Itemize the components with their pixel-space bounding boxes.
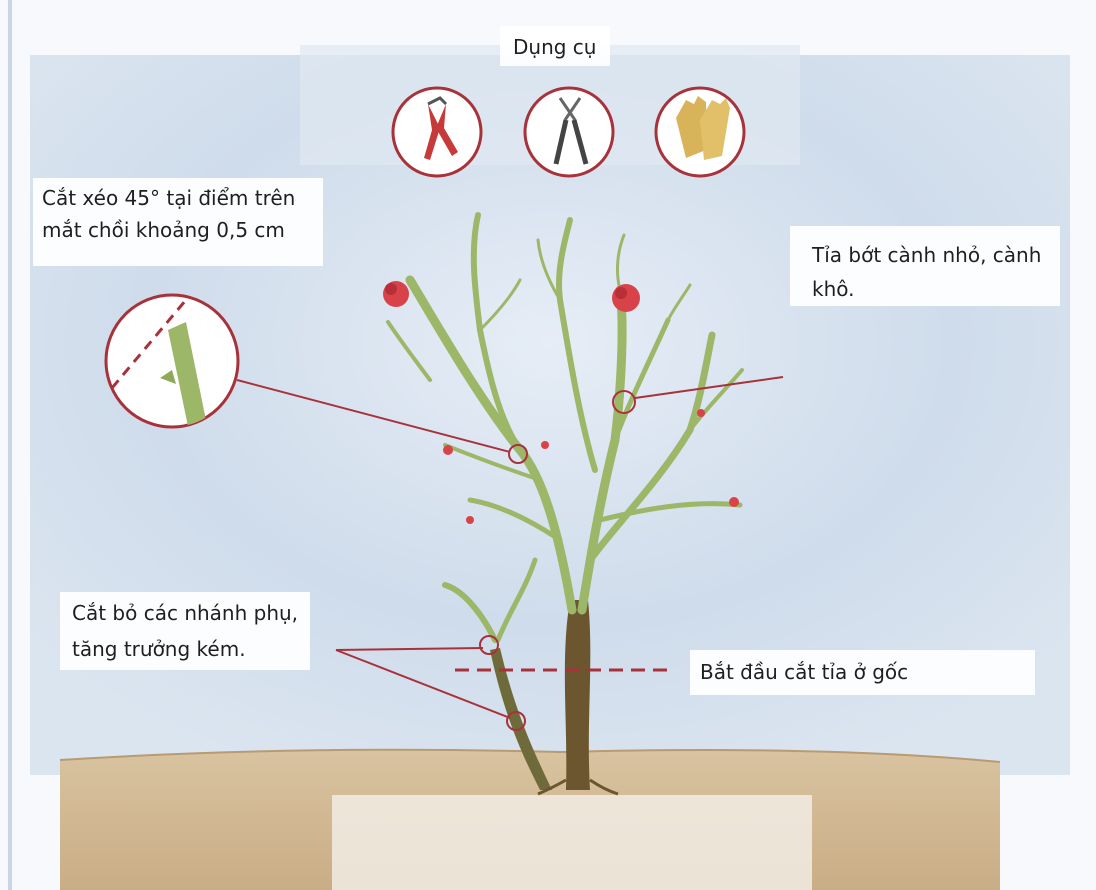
- remove-suckers-line1: Cắt bỏ các nhánh phụ,: [72, 598, 298, 628]
- ground-highlight: [332, 795, 812, 890]
- trunk: [565, 600, 590, 790]
- rose-petal: [385, 283, 397, 295]
- base-cut-label: Bắt đầu cắt tỉa ở gốc: [700, 657, 908, 687]
- rose-bud: [697, 409, 705, 417]
- rose-bud: [729, 497, 739, 507]
- thin-branches-line1: Tỉa bớt cành nhỏ, cành: [812, 240, 1041, 270]
- tool-icons: [393, 88, 744, 176]
- cut-angle-line1: Cắt xéo 45° tại điểm trên: [42, 183, 295, 213]
- pruning-shears-icon: [393, 88, 481, 176]
- tools-title: Dụng cụ: [513, 32, 596, 62]
- remove-suckers-line2: tăng trưởng kém.: [72, 634, 246, 664]
- rose-bud: [466, 516, 474, 524]
- rose-petal: [615, 287, 627, 299]
- gardening-gloves-icon: [656, 88, 744, 176]
- rose-flower: [612, 284, 640, 312]
- left-border: [8, 0, 12, 890]
- loppers-icon: [525, 88, 613, 176]
- cut-angle-line2: mắt chồi khoảng 0,5 cm: [42, 215, 285, 245]
- thin-branches-line2: khô.: [812, 274, 855, 304]
- rose-bud: [541, 441, 549, 449]
- rose-bud: [443, 445, 453, 455]
